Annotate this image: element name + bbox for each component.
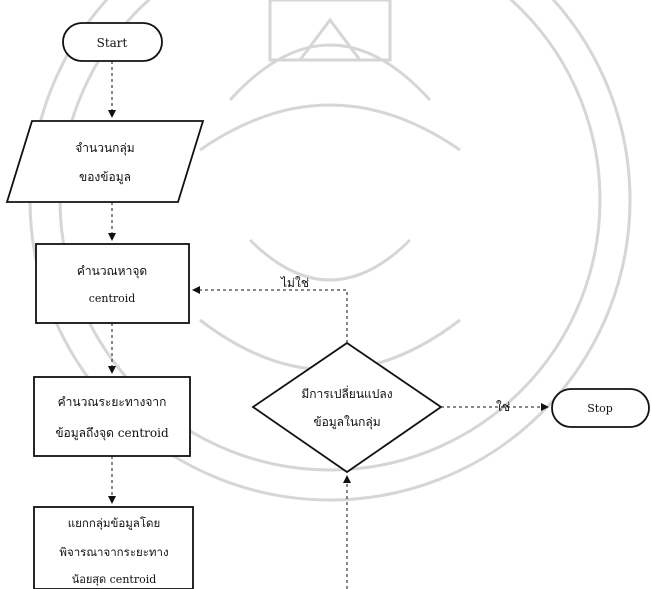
group-line3: น้อยสุด centroid: [72, 573, 157, 586]
decision-diamond: มีการเปลี่ยนแปลง ข้อมูลในกลุ่ม: [251, 341, 443, 474]
start-terminal: Start: [62, 22, 163, 62]
group-box: แยกกลุ่มข้อมูลโดย พิจารณาจากระยะทาง น้อย…: [33, 506, 194, 589]
calc-centroid-box: คำนวณหาจุด centroid: [35, 243, 190, 324]
input-line1: จำนวนกลุ่ม: [75, 141, 134, 156]
calc-centroid-line2: centroid: [89, 292, 136, 305]
stop-terminal: Stop: [551, 388, 650, 428]
yes-label: ใช่: [496, 400, 510, 414]
decision-line2: ข้อมูลในกลุ่ม: [313, 415, 380, 430]
calc-distance-line2: ข้อมูลถึงจุด centroid: [55, 426, 169, 441]
no-label: ไม่ใช่: [280, 276, 309, 290]
arrow-no-to-centroid: [192, 286, 348, 343]
input-parallelogram: จำนวนกลุ่ม ของข้อมูล: [5, 120, 205, 203]
group-line2: พิจารณาจากระยะทาง: [59, 545, 168, 559]
stop-label: Stop: [587, 402, 613, 415]
calc-distance-box: คำนวณระยะทางจาก ข้อมูลถึงจุด centroid: [33, 376, 191, 457]
calc-distance-line1: คำนวณระยะทางจาก: [58, 395, 167, 409]
group-line1: แยกกลุ่มข้อมูลโดย: [68, 516, 160, 530]
input-line2: ของข้อมูล: [79, 170, 131, 185]
start-label: Start: [97, 36, 128, 50]
calc-centroid-line1: คำนวณหาจุด: [77, 264, 147, 279]
decision-line1: มีการเปลี่ยนแปลง: [301, 385, 392, 401]
